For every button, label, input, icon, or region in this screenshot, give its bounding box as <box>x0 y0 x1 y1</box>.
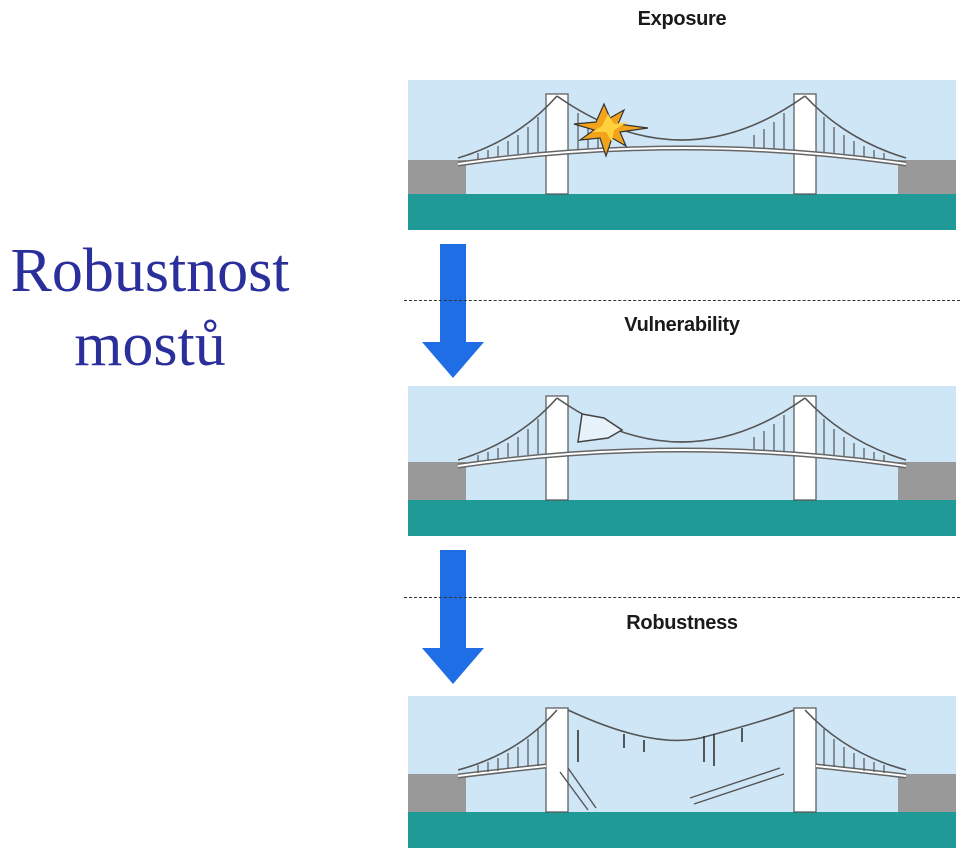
stage-divider <box>404 300 960 301</box>
stage-divider <box>404 597 960 598</box>
damage-outline <box>577 413 624 443</box>
down-arrow-icon <box>422 244 484 378</box>
stage-label-robustness: Robustness <box>626 612 738 634</box>
bridge-panel-exposure <box>408 80 956 230</box>
slide-title-line-2: mostů <box>74 311 226 379</box>
collapsed-bridge-illustration <box>408 696 956 848</box>
slide-title-line-1: Robustnost <box>10 237 290 305</box>
bridge-robustness-diagram: Exposure <box>404 0 960 858</box>
down-arrow-icon <box>422 550 484 684</box>
bridge-panel-robustness <box>408 696 956 848</box>
stage-label-exposure: Exposure <box>637 8 727 30</box>
bridge-panel-vulnerability <box>408 386 956 536</box>
stage-label-vulnerability: Vulnerability <box>624 314 740 336</box>
intact-bridge-illustration <box>408 80 956 230</box>
damaged-bridge-illustration <box>408 386 956 536</box>
